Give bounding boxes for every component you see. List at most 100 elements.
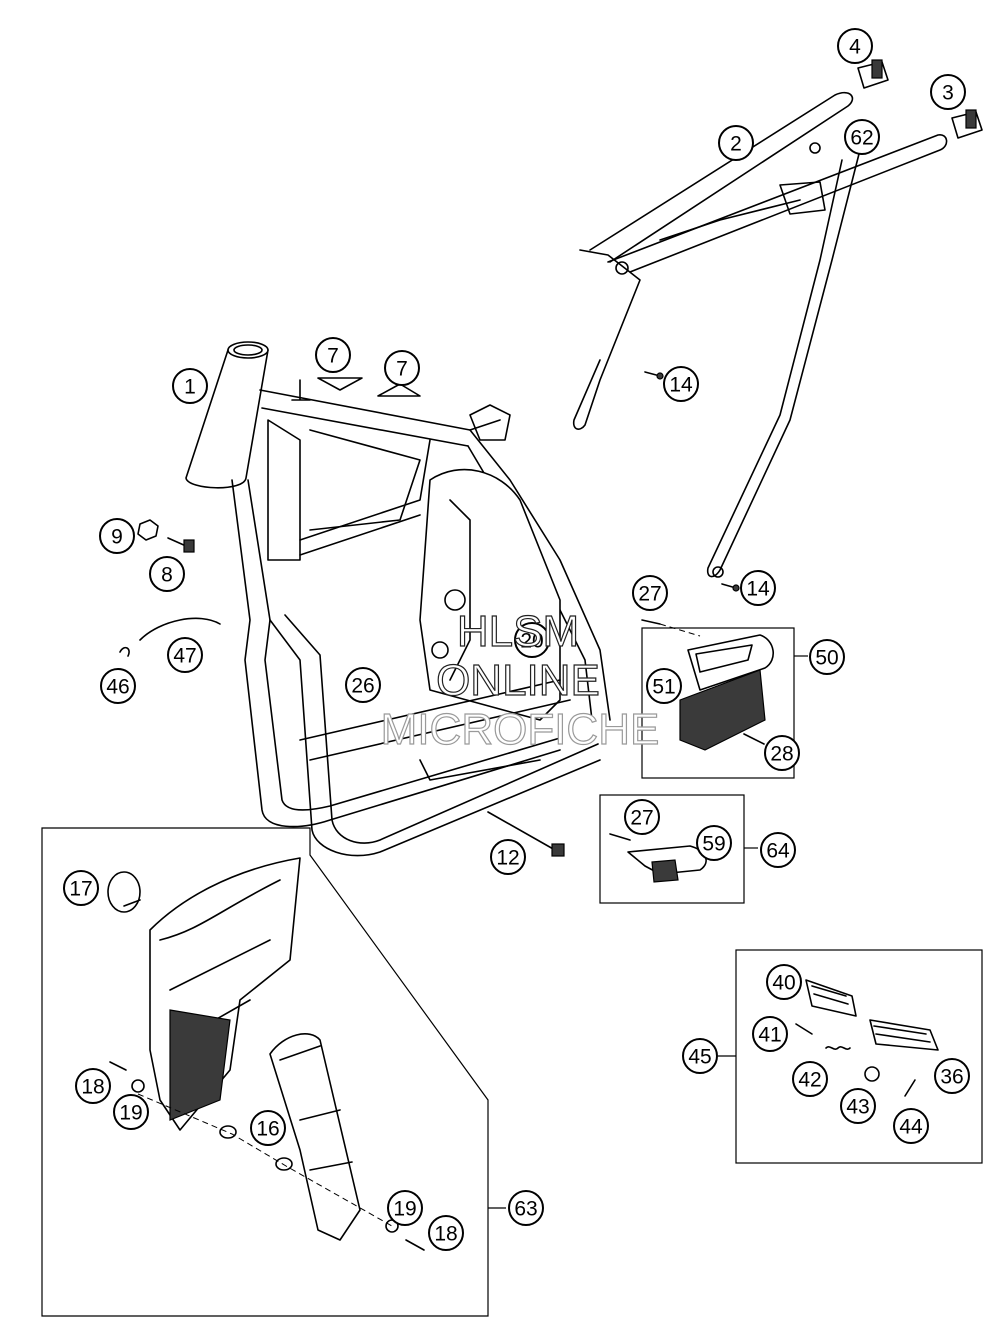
watermark: HLSM ONLINE MICROFICHE (380, 606, 660, 754)
callout-circle (930, 74, 966, 110)
watermark-line-3: MICROFICHE (381, 705, 660, 754)
pin-part-41 (795, 1023, 813, 1035)
bolt-part-62 (809, 142, 821, 154)
spacer-part-16a (219, 1125, 237, 1139)
callout-c44: 44 (893, 1108, 929, 1144)
washer-part-43 (864, 1066, 880, 1082)
watermark-line-2: ONLINE (436, 656, 600, 705)
callout-c63: 63 (508, 1190, 544, 1226)
callout-c45: 45 (682, 1038, 718, 1074)
watermark-line-1: HLSM (457, 607, 579, 656)
callout-c18b: 18 (428, 1215, 464, 1251)
callout-circle (514, 622, 550, 658)
callout-label: 28 (770, 743, 793, 766)
bolt-part-18a (109, 1061, 127, 1071)
callout-c27b: 27 (624, 799, 660, 835)
callout-c7b: 7 (384, 350, 420, 386)
callout-c1: 1 (172, 368, 208, 404)
callout-label: 41 (758, 1024, 781, 1047)
callout-circle (752, 1016, 788, 1052)
callout-c46: 46 (100, 668, 136, 704)
callout-label: 7 (396, 358, 408, 381)
assembly-dashline-50 (659, 623, 701, 637)
bolt-part-14a (644, 371, 664, 380)
callout-label: 26 (351, 675, 374, 698)
callout-label: 40 (772, 972, 795, 995)
callout-c14b: 14 (740, 570, 776, 606)
callout-label: 45 (688, 1046, 711, 1069)
assembly-dashline-63 (137, 1093, 393, 1227)
callout-c14a: 14 (663, 366, 699, 402)
callout-label: 51 (652, 676, 675, 699)
callout-label: 19 (119, 1102, 142, 1125)
callout-circle (840, 1088, 876, 1124)
callout-c40: 40 (766, 964, 802, 1000)
group-box-frame-protector (41, 827, 489, 1317)
callout-circle (113, 1094, 149, 1130)
callout-c26: 26 (345, 667, 381, 703)
callout-label: 50 (815, 647, 838, 670)
callout-circle (428, 1215, 464, 1251)
callout-circle (167, 637, 203, 673)
callout-circle (250, 1110, 286, 1146)
callout-circle (792, 1061, 828, 1097)
callout-c18a: 18 (75, 1068, 111, 1104)
decal-part-7b (377, 383, 421, 397)
callout-circle (63, 870, 99, 906)
bolt-part-27a (641, 619, 661, 625)
callout-circle (315, 337, 351, 373)
callout-c7a: 7 (315, 337, 351, 373)
bolt-part-8 (167, 537, 195, 553)
callout-c51: 51 (646, 668, 682, 704)
footpeg-part-40 (805, 979, 857, 1017)
plug-part-3 (951, 109, 983, 139)
callout-label: 17 (69, 878, 92, 901)
chain-guide-part-50 (679, 634, 774, 751)
callout-c36: 36 (934, 1058, 970, 1094)
callout-circle (100, 668, 136, 704)
callout-c20: 20 (514, 622, 550, 658)
callout-label: 1 (184, 376, 196, 399)
plug-part-4 (857, 59, 889, 89)
callout-label: 9 (111, 526, 123, 549)
callout-c42: 42 (792, 1061, 828, 1097)
callout-circle (508, 1190, 544, 1226)
callout-label: 18 (434, 1223, 457, 1246)
callout-circle (740, 570, 776, 606)
callout-circle (682, 1038, 718, 1074)
clip-part-46 (119, 646, 130, 657)
callout-label: 19 (393, 1198, 416, 1221)
callout-label: 7 (327, 345, 339, 368)
callout-circle (718, 125, 754, 161)
bolt-part-14b (721, 583, 740, 592)
callout-c27a: 27 (632, 575, 668, 611)
spring-part-42 (825, 1046, 851, 1050)
callout-label: 18 (81, 1076, 104, 1099)
callout-circle (760, 832, 796, 868)
bolt-part-18b (405, 1239, 425, 1251)
callout-c2: 2 (718, 125, 754, 161)
callout-circle (696, 825, 732, 861)
callout-c62: 62 (844, 119, 880, 155)
callout-circle (99, 518, 135, 554)
callout-label: 42 (798, 1069, 821, 1092)
callout-c19b: 19 (387, 1190, 423, 1226)
callout-label: 27 (638, 583, 661, 606)
callout-label: 27 (630, 807, 653, 830)
callout-circle (172, 368, 208, 404)
callout-label: 44 (899, 1116, 923, 1139)
callout-label: 36 (940, 1066, 963, 1089)
callout-circle (844, 119, 880, 155)
callout-label: 8 (161, 564, 173, 587)
callout-circle (646, 668, 682, 704)
callout-label: 16 (256, 1118, 279, 1141)
callout-label: 64 (766, 840, 790, 863)
bolt-part-27b (609, 833, 631, 841)
callout-c9: 9 (99, 518, 135, 554)
callout-circle (490, 839, 526, 875)
main-frame (185, 341, 611, 857)
decal-part-7a (317, 377, 363, 391)
bolt-part-12 (487, 811, 565, 857)
